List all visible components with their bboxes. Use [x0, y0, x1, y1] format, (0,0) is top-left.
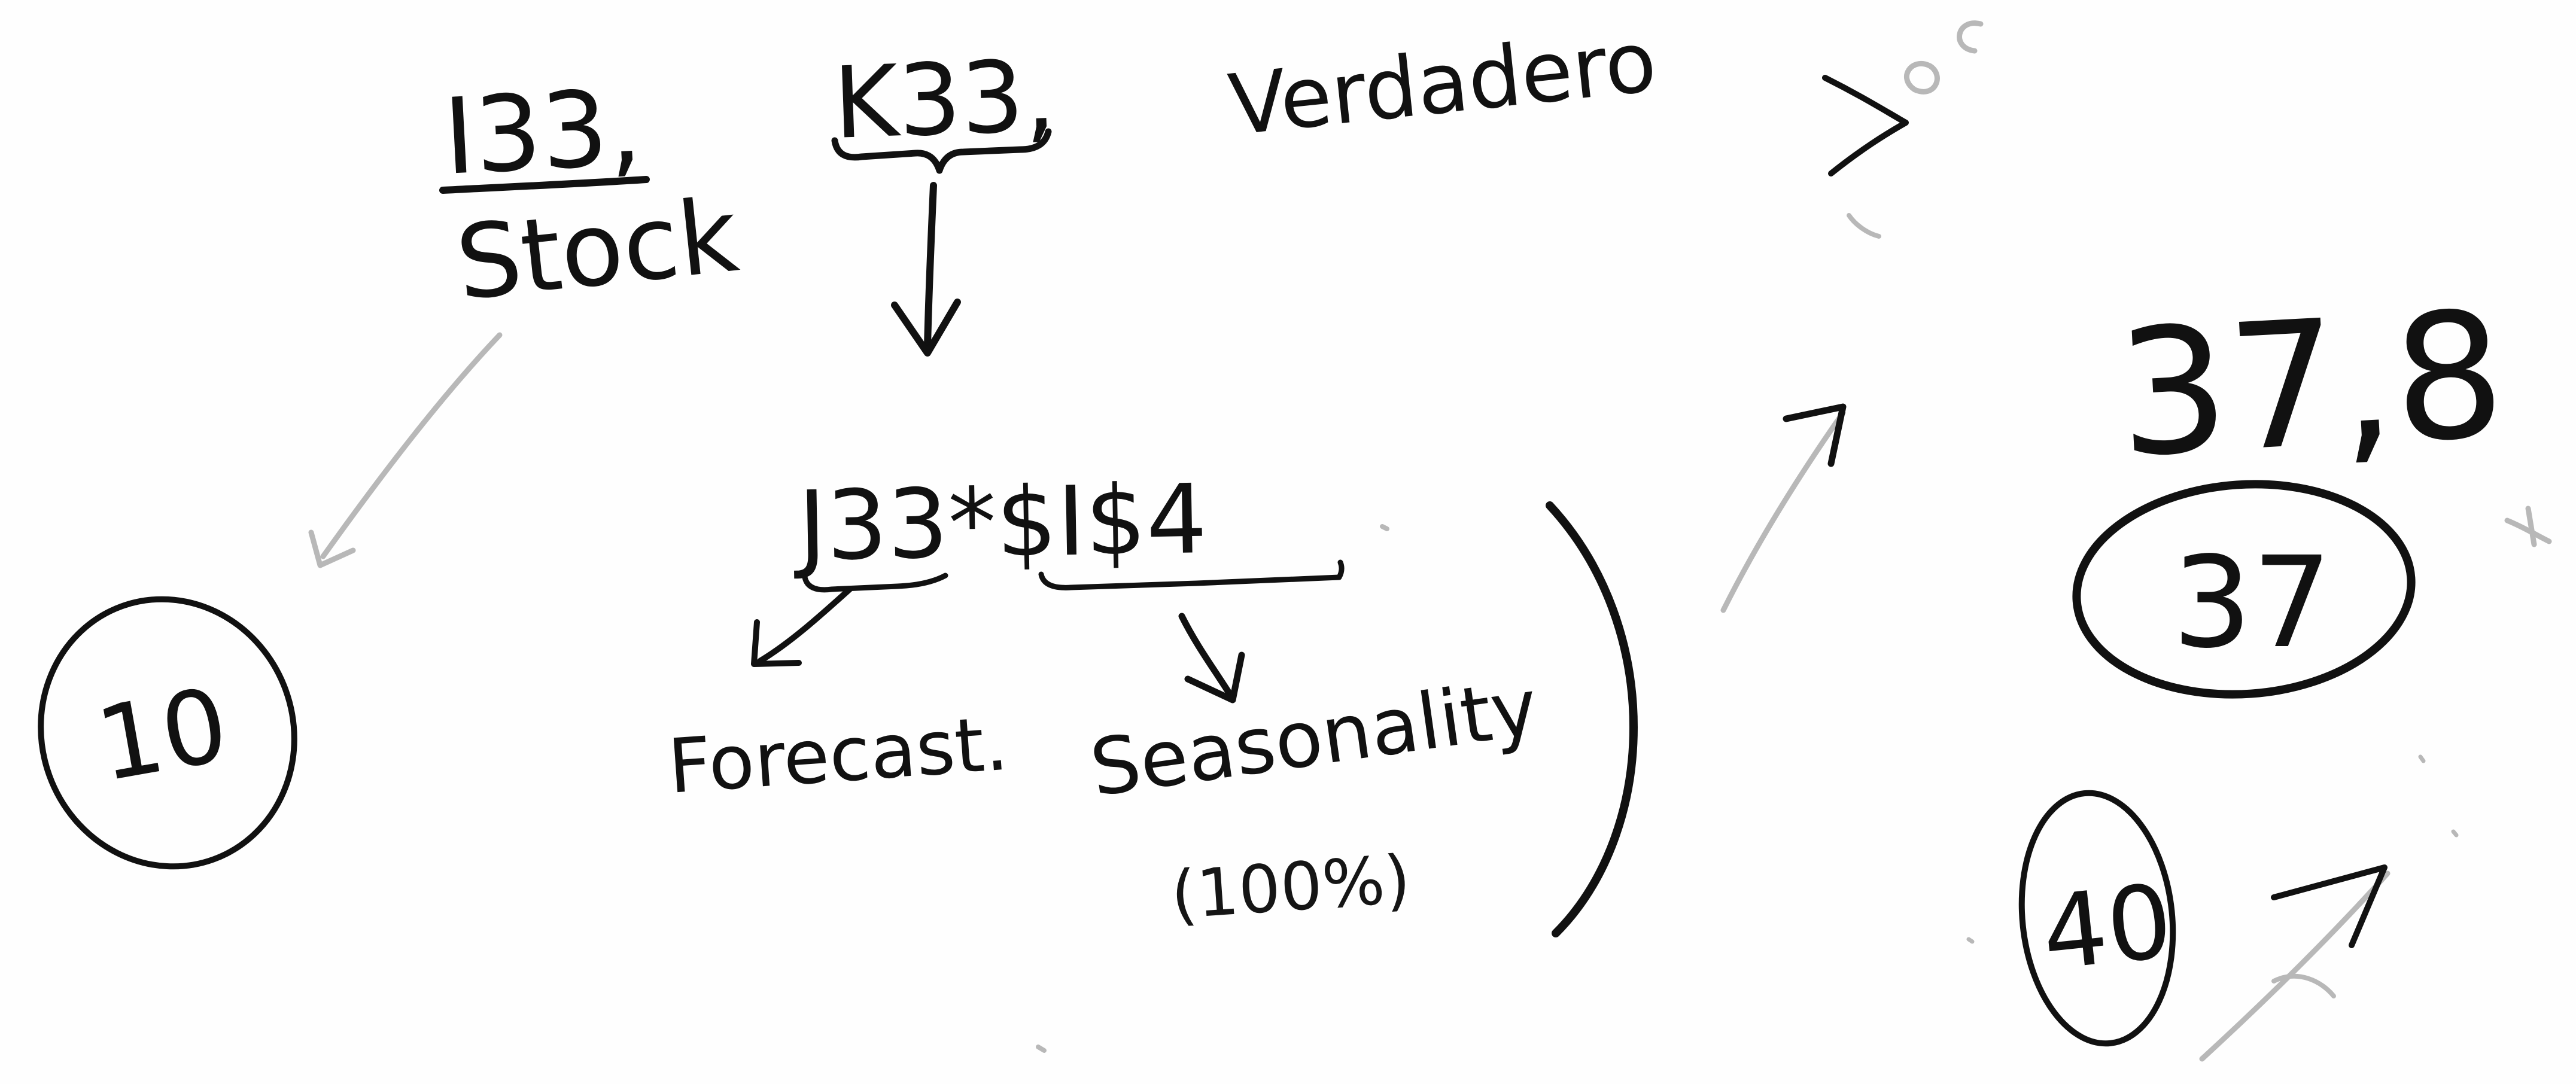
note-formula: J33*$I$4 [792, 463, 1208, 582]
arrow-k33-down [924, 182, 937, 351]
paren-right [1546, 501, 1638, 937]
note-stock: Stock [451, 176, 744, 324]
scribble-top-right-mark [1847, 213, 1881, 239]
arrow-stock-to-10 [320, 332, 503, 559]
arrow-40-up-right [2199, 870, 2391, 1062]
scribble-top-right-o [1904, 60, 1940, 95]
note-value-37-8: 37,8 [2113, 275, 2509, 496]
speck-4 [2451, 829, 2459, 838]
arrow-to-forecast-head [751, 619, 802, 667]
note-verdadero: Verdadero [1225, 13, 1661, 155]
brace-k33 [831, 128, 1052, 174]
scribble-top-right-c [1957, 20, 1984, 54]
circle-40 [2018, 790, 2176, 1047]
underline-i33 [439, 176, 650, 194]
arrow-to-forecast [757, 586, 853, 664]
note-circled-40: 40 [2037, 862, 2178, 994]
mark-right-edge [2504, 506, 2552, 547]
speck-2 [1036, 1045, 1047, 1053]
circle-10 [38, 596, 297, 870]
note-i33: I33, [441, 67, 644, 199]
speck-3 [2418, 754, 2426, 763]
arrow-40-up-right-head [2271, 864, 2388, 948]
note-k33: K33, [832, 38, 1057, 161]
brace-i4 [1038, 559, 1345, 590]
arrow-k33-down-head [891, 299, 961, 357]
arrow-stock-to-10-head [308, 529, 356, 568]
arrow-to-seasonality-head [1184, 651, 1245, 704]
scribble-top-right [1822, 75, 1909, 176]
note-seasonality-pct: (100%) [1169, 841, 1413, 934]
brace-j33 [802, 573, 948, 593]
circle-37 [2072, 480, 2416, 699]
scribble-40-tail [2271, 973, 2336, 998]
note-seasonality: Seasonality [1085, 662, 1543, 814]
note-circled-10: 10 [89, 666, 236, 805]
speck-1 [1380, 524, 1389, 531]
arrow-up-right-head [1783, 403, 1847, 467]
speck-5 [1966, 937, 1975, 944]
arrow-to-seasonality [1178, 613, 1233, 698]
arrow-up-right [1720, 410, 1846, 613]
note-forecast: Forecast. [665, 701, 1011, 811]
note-circled-37: 37 [2172, 529, 2332, 676]
